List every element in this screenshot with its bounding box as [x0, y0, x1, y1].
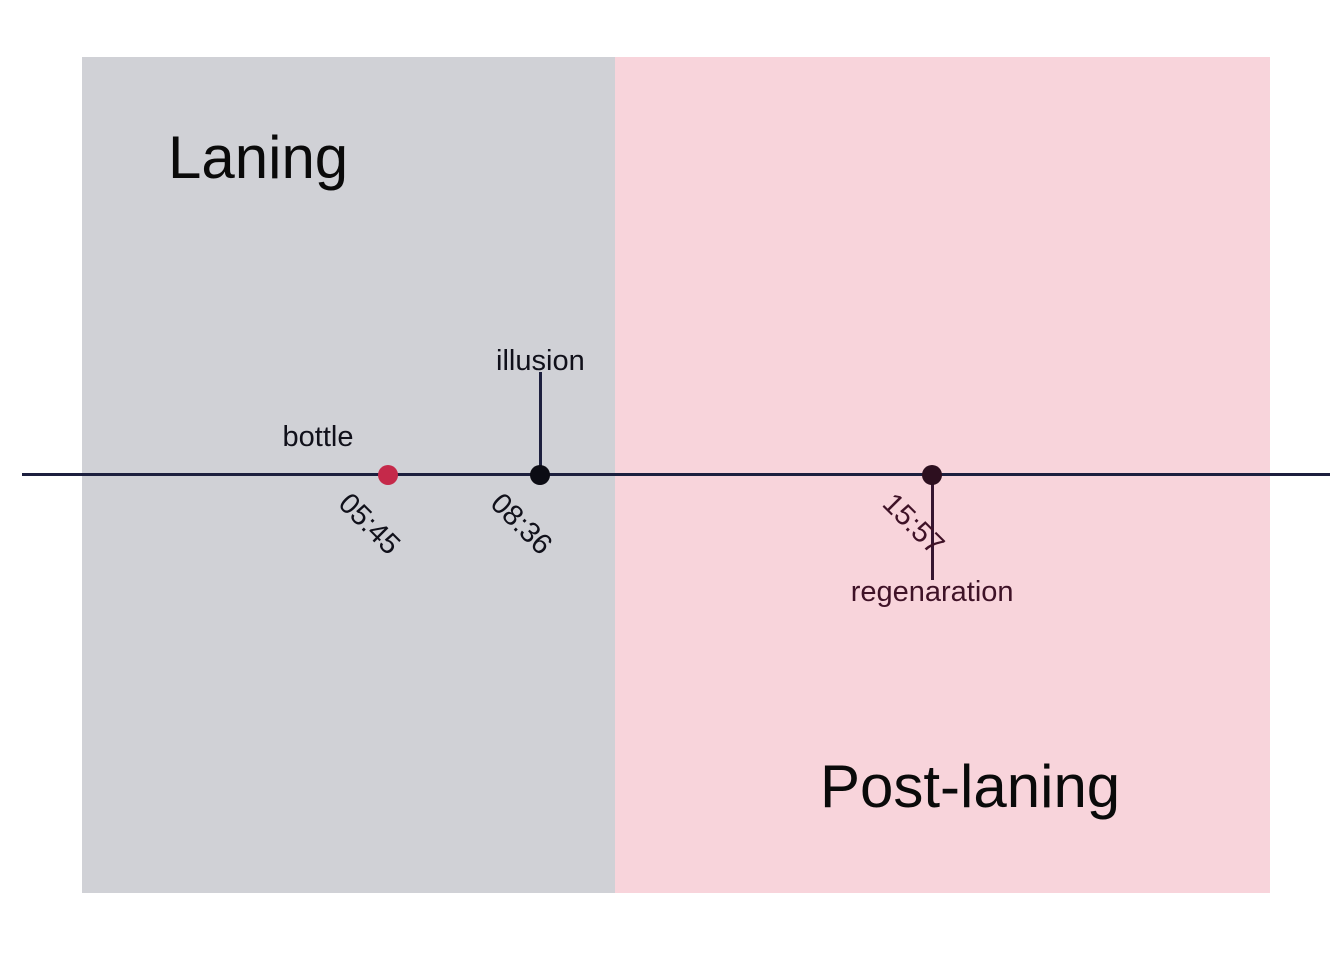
event-dot [378, 465, 399, 485]
event-dot [530, 465, 551, 485]
timeline-axis [22, 473, 1330, 476]
phase-laning-label: Laning [168, 124, 349, 191]
event-dot [922, 465, 943, 485]
event-stem [930, 475, 934, 580]
event-label: bottle [282, 421, 354, 453]
event-label: illusion [496, 345, 585, 377]
event-label: regenaration [850, 576, 1014, 608]
event-stem [538, 372, 542, 475]
phase-post-laning-label: Post-laning [820, 753, 1121, 820]
